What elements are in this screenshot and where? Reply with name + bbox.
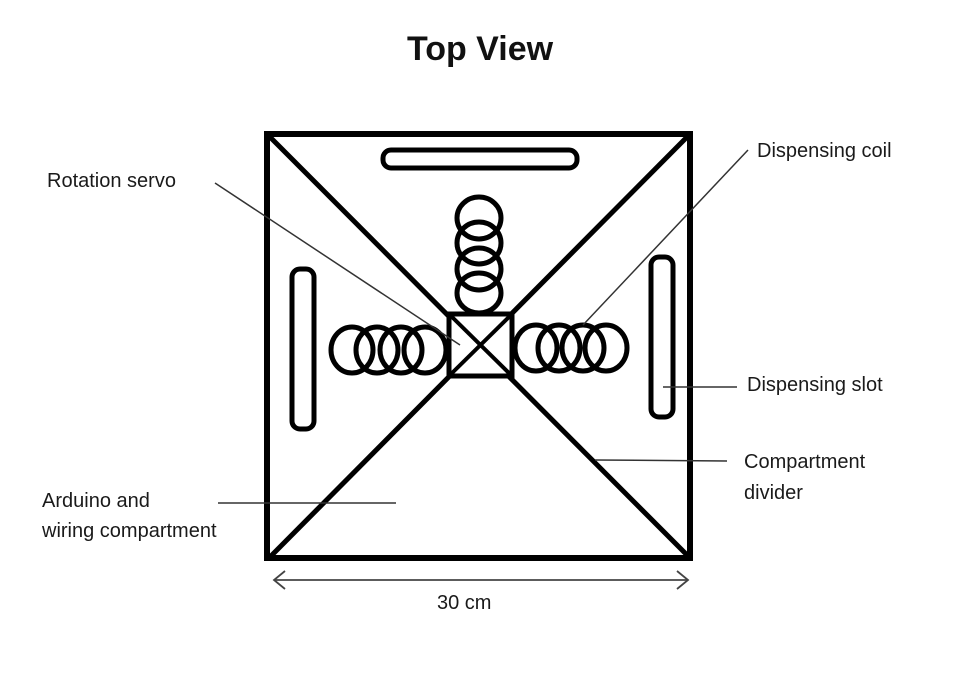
leader-rotation-servo (214, 182, 461, 346)
dispensing-coil-left (328, 324, 449, 376)
label-arduino-2: wiring compartment (42, 520, 217, 542)
label-dispensing-slot: Dispensing slot (747, 374, 883, 396)
label-compartment-divider-2: divider (744, 482, 803, 504)
dimension-arrow (272, 570, 690, 590)
leader-dispensing-coil (582, 149, 749, 326)
servo-cross-2 (447, 312, 514, 378)
label-compartment-divider-1: Compartment (744, 451, 866, 473)
dispensing-coil-right (512, 322, 630, 374)
diagram-title: Top View (406, 30, 554, 68)
label-arduino-1: Arduino and (42, 490, 150, 512)
label-rotation-servo: Rotation servo (47, 170, 176, 192)
label-dispensing-coil: Dispensing coil (757, 140, 892, 162)
enclosure-outline (264, 131, 693, 561)
dimension-label: 30 cm (437, 592, 492, 614)
dispensing-coil-top (454, 194, 504, 316)
dispensing-slot-right (648, 254, 676, 420)
dispensing-slot-top (380, 147, 580, 171)
leader-compartment-divider (594, 459, 728, 462)
dispensing-slot-left (289, 266, 317, 432)
